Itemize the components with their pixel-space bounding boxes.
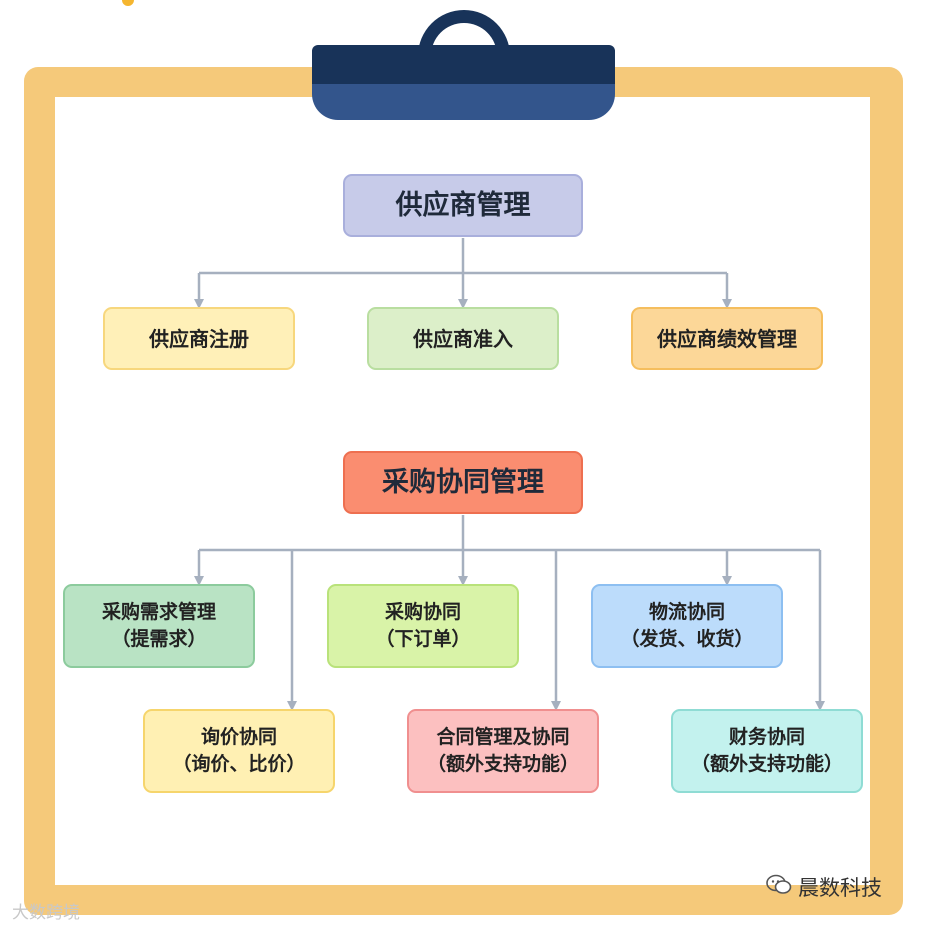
demand-management-node: 采购需求管理 （提需求） [63, 584, 255, 668]
contract-management-node: 合同管理及协同 （额外支持功能） [407, 709, 599, 793]
supplier-management-node: 供应商管理 [343, 174, 583, 237]
supplier-register-label: 供应商注册 [149, 325, 249, 353]
supplier-performance-node: 供应商绩效管理 [631, 307, 823, 370]
wechat-icon [766, 874, 792, 901]
inquiry-collaboration-line2: （询价、比价） [172, 751, 305, 778]
contract-management-line1: 合同管理及协同 [436, 724, 569, 751]
finance-collaboration-line2: （额外支持功能） [691, 751, 843, 778]
watermark-right: 晨数科技 [766, 872, 882, 902]
watermark-left: 大数跨境 [12, 898, 80, 923]
supplier-admission-node: 供应商准入 [367, 307, 559, 370]
finance-collaboration-line1: 财务协同 [729, 724, 805, 751]
supplier-performance-label: 供应商绩效管理 [657, 325, 797, 353]
watermark-left-text: 大数跨境 [12, 903, 80, 923]
watermark-right-text: 晨数科技 [798, 872, 882, 902]
purchase-collaboration-line1: 采购协同 [385, 599, 461, 626]
procurement-collaboration-node: 采购协同管理 [343, 451, 583, 514]
inquiry-collaboration-line1: 询价协同 [201, 724, 277, 751]
finance-collaboration-node: 财务协同 （额外支持功能） [671, 709, 863, 793]
inquiry-collaboration-node: 询价协同 （询价、比价） [143, 709, 335, 793]
logistics-collaboration-line1: 物流协同 [649, 599, 725, 626]
contract-management-line2: （额外支持功能） [427, 751, 579, 778]
demand-management-line1: 采购需求管理 [102, 599, 216, 626]
supplier-admission-label: 供应商准入 [413, 325, 513, 353]
supplier-management-title: 供应商管理 [396, 187, 531, 225]
logistics-collaboration-line2: （发货、收货） [620, 626, 753, 653]
purchase-collaboration-node: 采购协同 （下订单） [327, 584, 519, 668]
purchase-collaboration-line2: （下订单） [375, 626, 470, 653]
procurement-collaboration-title: 采购协同管理 [382, 464, 544, 502]
logistics-collaboration-node: 物流协同 （发货、收货） [591, 584, 783, 668]
supplier-register-node: 供应商注册 [103, 307, 295, 370]
demand-management-line2: （提需求） [111, 626, 206, 653]
